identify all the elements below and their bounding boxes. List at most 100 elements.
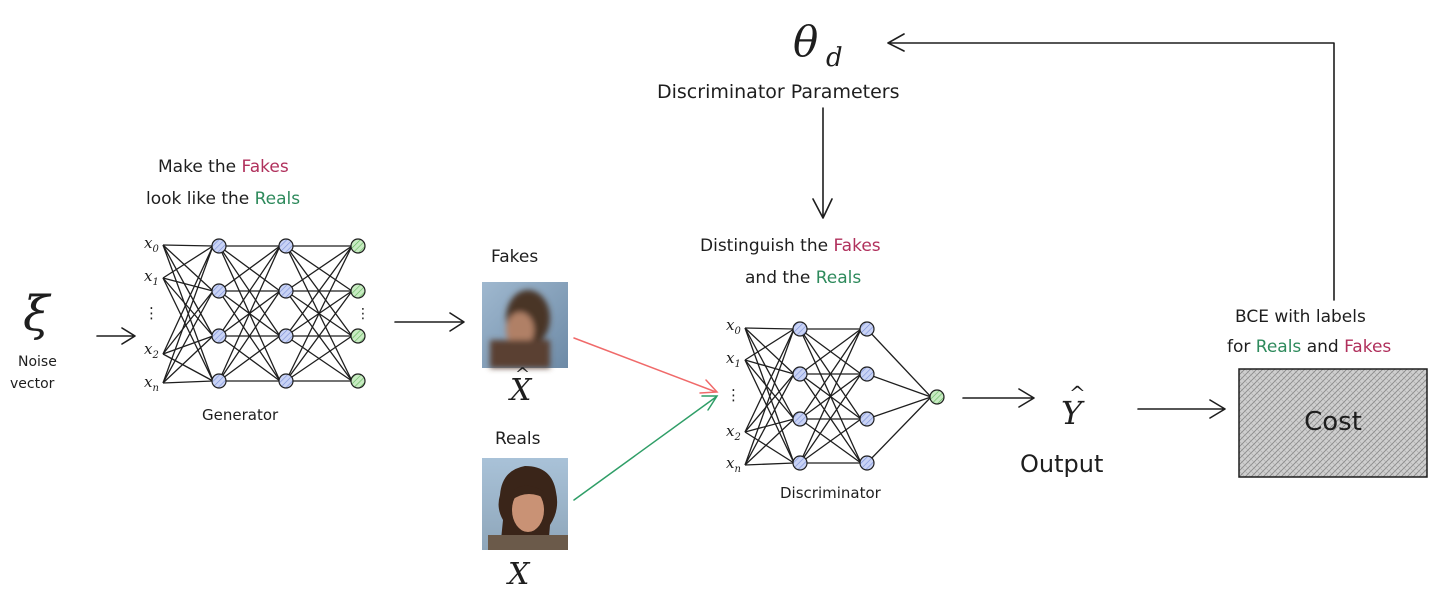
net-edge [218,245,281,382]
net-edge [285,245,353,382]
net-edge [744,359,795,464]
output-to-cost-arrow [1137,399,1226,419]
vector-label: vector [10,376,55,392]
fakes-label: Fakes [491,247,538,267]
output-neuron [929,389,945,405]
hidden-neuron [859,411,875,427]
output-neuron [350,328,366,344]
net-edge [744,418,795,433]
net-edge [744,359,795,375]
input-label: x0 [144,234,159,255]
cost-caption-line2: for Reals and Fakes [1227,337,1391,357]
x-hat-symbol: X ^ [508,364,533,408]
svg-text:^: ^ [1069,381,1086,405]
net-edge [744,327,795,420]
hidden-neuron [278,373,294,389]
hidden-neuron [211,283,227,299]
net-edge [162,290,214,355]
hidden-neuron [792,455,808,471]
input-label: ⋮ [144,304,159,322]
net-edge [218,290,281,382]
noise-label: Noise [18,354,57,370]
net-edge [162,244,214,247]
net-edge [162,245,214,279]
net-edge [744,328,795,361]
net-edge [744,373,795,433]
hidden-neuron [792,366,808,382]
input-label: x1 [726,349,741,370]
discriminator-parameters-label: Discriminator Parameters [657,81,900,103]
theta-subscript: d [826,43,843,73]
input-label: xn [726,454,741,475]
hidden-neuron [859,366,875,382]
net-edge [162,335,214,355]
net-edge [285,290,353,382]
output-label: Output [1020,450,1103,478]
generator-caption-line2: look like the Reals [146,189,300,209]
net-edge [744,327,795,330]
net-edge [744,418,795,466]
input-label: xn [144,373,159,394]
theta-symbol: θ [793,17,818,66]
output-neuron [350,283,366,299]
hidden-neuron [211,373,227,389]
real-image [482,458,568,550]
hidden-neuron [792,411,808,427]
y-hat-symbol: Y ^ [1061,381,1086,432]
net-edge [285,245,353,337]
hidden-neuron [278,283,294,299]
discriminator-caption-line1: Distinguish the Fakes [700,236,881,256]
net-edge [744,327,795,375]
reals-to-discriminator-arrow [573,395,719,501]
svg-text:X: X [508,373,533,408]
net-edge [162,277,214,337]
input-label: x2 [726,422,741,443]
feedback-arrow [887,33,1335,301]
net-edge [866,396,932,464]
input-label: x2 [144,340,159,361]
generator-to-fakes-arrow [394,312,465,332]
discriminator-to-output-arrow [962,388,1035,408]
net-edge [162,277,214,382]
input-label: ⋮ [726,386,741,404]
net-edge [866,396,932,420]
params-to-discriminator-arrow [812,107,833,219]
hidden-neuron [278,238,294,254]
generator-label: Generator [202,406,279,424]
hidden-neuron [859,321,875,337]
reals-label: Reals [495,429,541,449]
net-edge [744,431,795,464]
generator-caption-line1: Make the Fakes [158,157,289,177]
net-edge [866,328,932,398]
net-edge [285,245,353,292]
hidden-neuron [278,328,294,344]
cost-caption-line1: BCE with labels [1235,307,1366,327]
net-edge [162,245,214,384]
discriminator-label: Discriminator [780,484,882,502]
theta-d-symbol: θ d [793,17,843,73]
net-edge [744,328,795,433]
fakes-to-discriminator-arrow [573,337,719,394]
net-edge [285,335,353,382]
hidden-neuron [859,455,875,471]
svg-text:Y: Y [1061,394,1085,432]
fake-image [482,282,568,368]
net-edge [162,277,214,292]
net-edge [799,328,862,375]
net-edge [744,462,795,466]
net-edge [162,290,214,384]
net-edge [866,373,932,398]
net-edge [162,353,214,382]
net-edge [744,328,795,466]
net-edge [162,244,214,337]
ellipsis-dots: ⋮ [356,306,370,322]
xi-symbol: ξ [23,286,52,342]
net-edge [744,359,795,420]
net-edge [162,244,214,292]
net-edge [799,328,862,464]
hidden-neuron [211,238,227,254]
cost-label: Cost [1304,407,1362,437]
discriminator-caption-line2: and the Reals [745,268,861,288]
net-edge [218,335,281,382]
